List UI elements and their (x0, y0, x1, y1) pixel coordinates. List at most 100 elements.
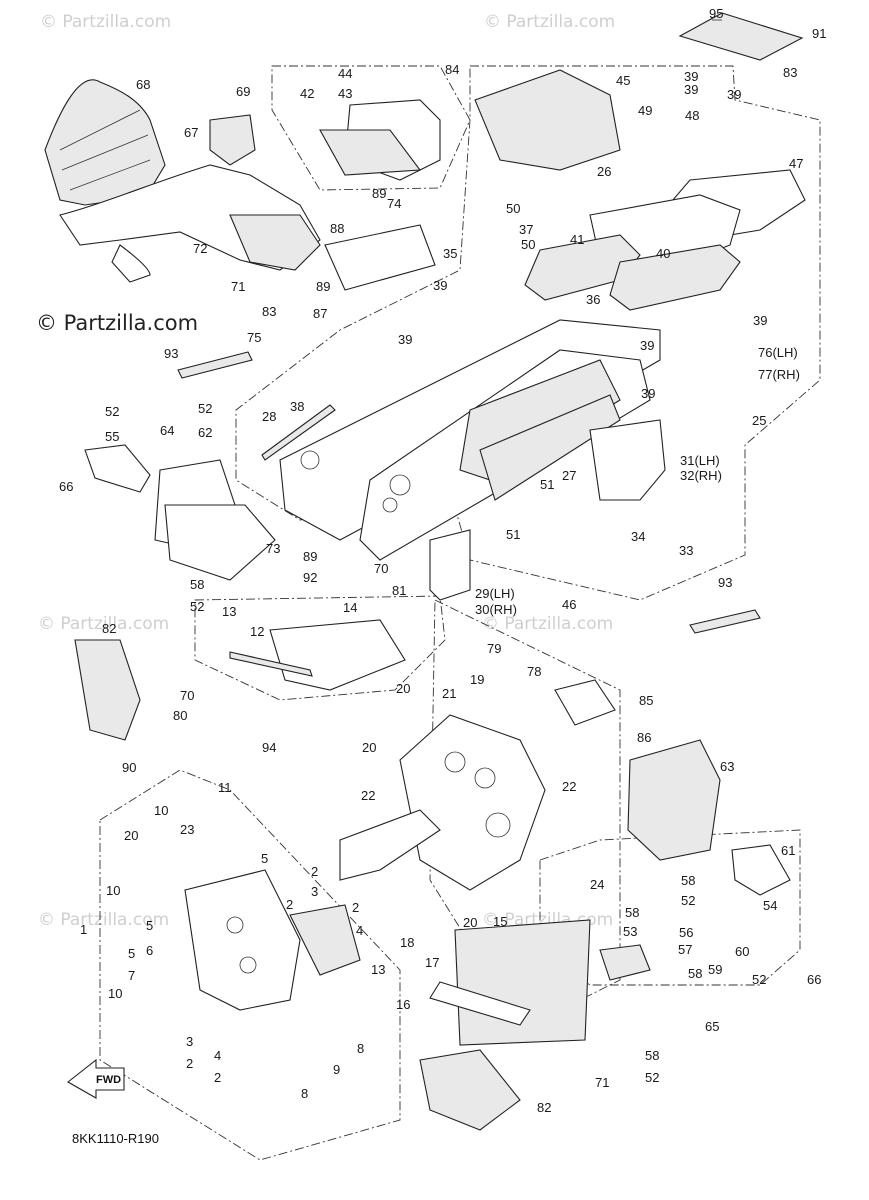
watermark-main: © Partzilla.com (36, 311, 198, 335)
callout-c2e: 2 (214, 1070, 221, 1085)
callout-c26: 26 (597, 164, 611, 179)
callout-c42: 42 (300, 86, 314, 101)
callout-c23: 23 (180, 822, 194, 837)
callout-c36: 36 (586, 292, 600, 307)
callout-c37: 37 (519, 222, 533, 237)
callout-c15: 15 (493, 914, 507, 929)
callout-c3a: 3 (311, 884, 318, 899)
fwd-arrow-icon (67, 1058, 125, 1099)
callout-c4a: 4 (356, 923, 363, 938)
callout-c48: 48 (685, 108, 699, 123)
callout-c86: 86 (637, 730, 651, 745)
rail-28-part (261, 404, 336, 461)
callout-c2c: 2 (352, 900, 359, 915)
bracket-69-part (209, 114, 256, 166)
diagram-code: 8KK1110-R190 (72, 1131, 159, 1146)
callout-c89a: 89 (372, 186, 386, 201)
callout-c27: 27 (562, 468, 576, 483)
callout-c57: 57 (678, 942, 692, 957)
callout-c20b: 20 (362, 740, 376, 755)
callout-c58a: 58 (190, 577, 204, 592)
callout-c9: 9 (333, 1062, 340, 1077)
fwd-label: FWD (96, 1074, 121, 1086)
bar-12-part (229, 651, 313, 677)
bracket-85-part (554, 679, 616, 726)
callout-c2b: 2 (286, 897, 293, 912)
callout-c52e: 52 (752, 972, 766, 987)
callout-c8a: 8 (357, 1041, 364, 1056)
callout-c31: 31(LH) (680, 453, 720, 468)
callout-c47: 47 (789, 156, 803, 171)
callout-c30: 30(RH) (475, 602, 517, 617)
callout-c2a: 2 (311, 864, 318, 879)
front-cowl-part (44, 79, 166, 206)
callout-c69: 69 (236, 84, 250, 99)
callout-c5a: 5 (261, 851, 268, 866)
callout-c22b: 22 (562, 779, 576, 794)
callout-c89b: 89 (316, 279, 330, 294)
callout-c1: 1 (80, 922, 87, 937)
callout-c21: 21 (442, 686, 456, 701)
bracket-64-part (154, 459, 276, 581)
callout-c58b: 58 (681, 873, 695, 888)
callout-c43: 43 (338, 86, 352, 101)
watermark-top-left: © Partzilla.com (40, 12, 171, 32)
cover-63-part (627, 739, 721, 861)
callout-c94: 94 (262, 740, 276, 755)
callout-c67: 67 (184, 125, 198, 140)
callout-c10c: 10 (108, 986, 122, 1001)
callout-c33: 33 (679, 543, 693, 558)
callout-c50b: 50 (521, 237, 535, 252)
callout-c64: 64 (160, 423, 174, 438)
callout-c40: 40 (656, 246, 670, 261)
callout-c81: 81 (392, 583, 406, 598)
callout-c25: 25 (752, 413, 766, 428)
callout-c71a: 71 (231, 279, 245, 294)
callout-c39h: 39 (641, 386, 655, 401)
callout-c39c: 39 (727, 87, 741, 102)
callout-c83a: 83 (783, 65, 797, 80)
callout-c39a: 39 (684, 69, 698, 84)
callout-c51a: 51 (540, 477, 554, 492)
callout-c52a: 52 (105, 404, 119, 419)
callout-c13b: 13 (371, 962, 385, 977)
callout-c20c: 20 (124, 828, 138, 843)
callout-c12: 12 (250, 624, 264, 639)
callout-c92: 92 (303, 570, 317, 585)
callout-c5b: 5 (146, 918, 153, 933)
callout-c60: 60 (735, 944, 749, 959)
callout-c41: 41 (570, 232, 584, 247)
callout-c34: 34 (631, 529, 645, 544)
callout-c93a: 93 (164, 346, 178, 361)
callout-c78: 78 (527, 664, 541, 679)
callout-c22a: 22 (361, 788, 375, 803)
callout-c58e: 58 (645, 1048, 659, 1063)
callout-c66b: 66 (807, 972, 821, 987)
callout-c2d: 2 (186, 1056, 193, 1071)
callout-c28: 28 (262, 409, 276, 424)
callout-c83b: 83 (262, 304, 276, 319)
callout-c75: 75 (247, 330, 261, 345)
callout-c79: 79 (487, 641, 501, 656)
callout-c76: 76(LH) (758, 345, 798, 360)
callout-c45: 45 (616, 73, 630, 88)
strip-93-top-part (177, 351, 253, 379)
callout-c20d: 20 (463, 915, 477, 930)
plate-88-part (324, 224, 436, 291)
callout-c93b: 93 (718, 575, 732, 590)
callout-c44: 44 (338, 66, 352, 81)
callout-c39g: 39 (398, 332, 412, 347)
decal-strip (678, 12, 804, 61)
callout-c17: 17 (425, 955, 439, 970)
callout-c3b: 3 (186, 1034, 193, 1049)
callout-c13a: 13 (222, 604, 236, 619)
callout-c32: 32(RH) (680, 468, 722, 483)
callout-c54: 54 (763, 898, 777, 913)
strip-93-bottom-part (689, 609, 761, 634)
callout-c11: 11 (218, 780, 232, 795)
watermark-mid-center: © Partzilla.com (482, 614, 613, 634)
callout-c52d: 52 (681, 893, 695, 908)
front-frame-part (59, 164, 321, 283)
